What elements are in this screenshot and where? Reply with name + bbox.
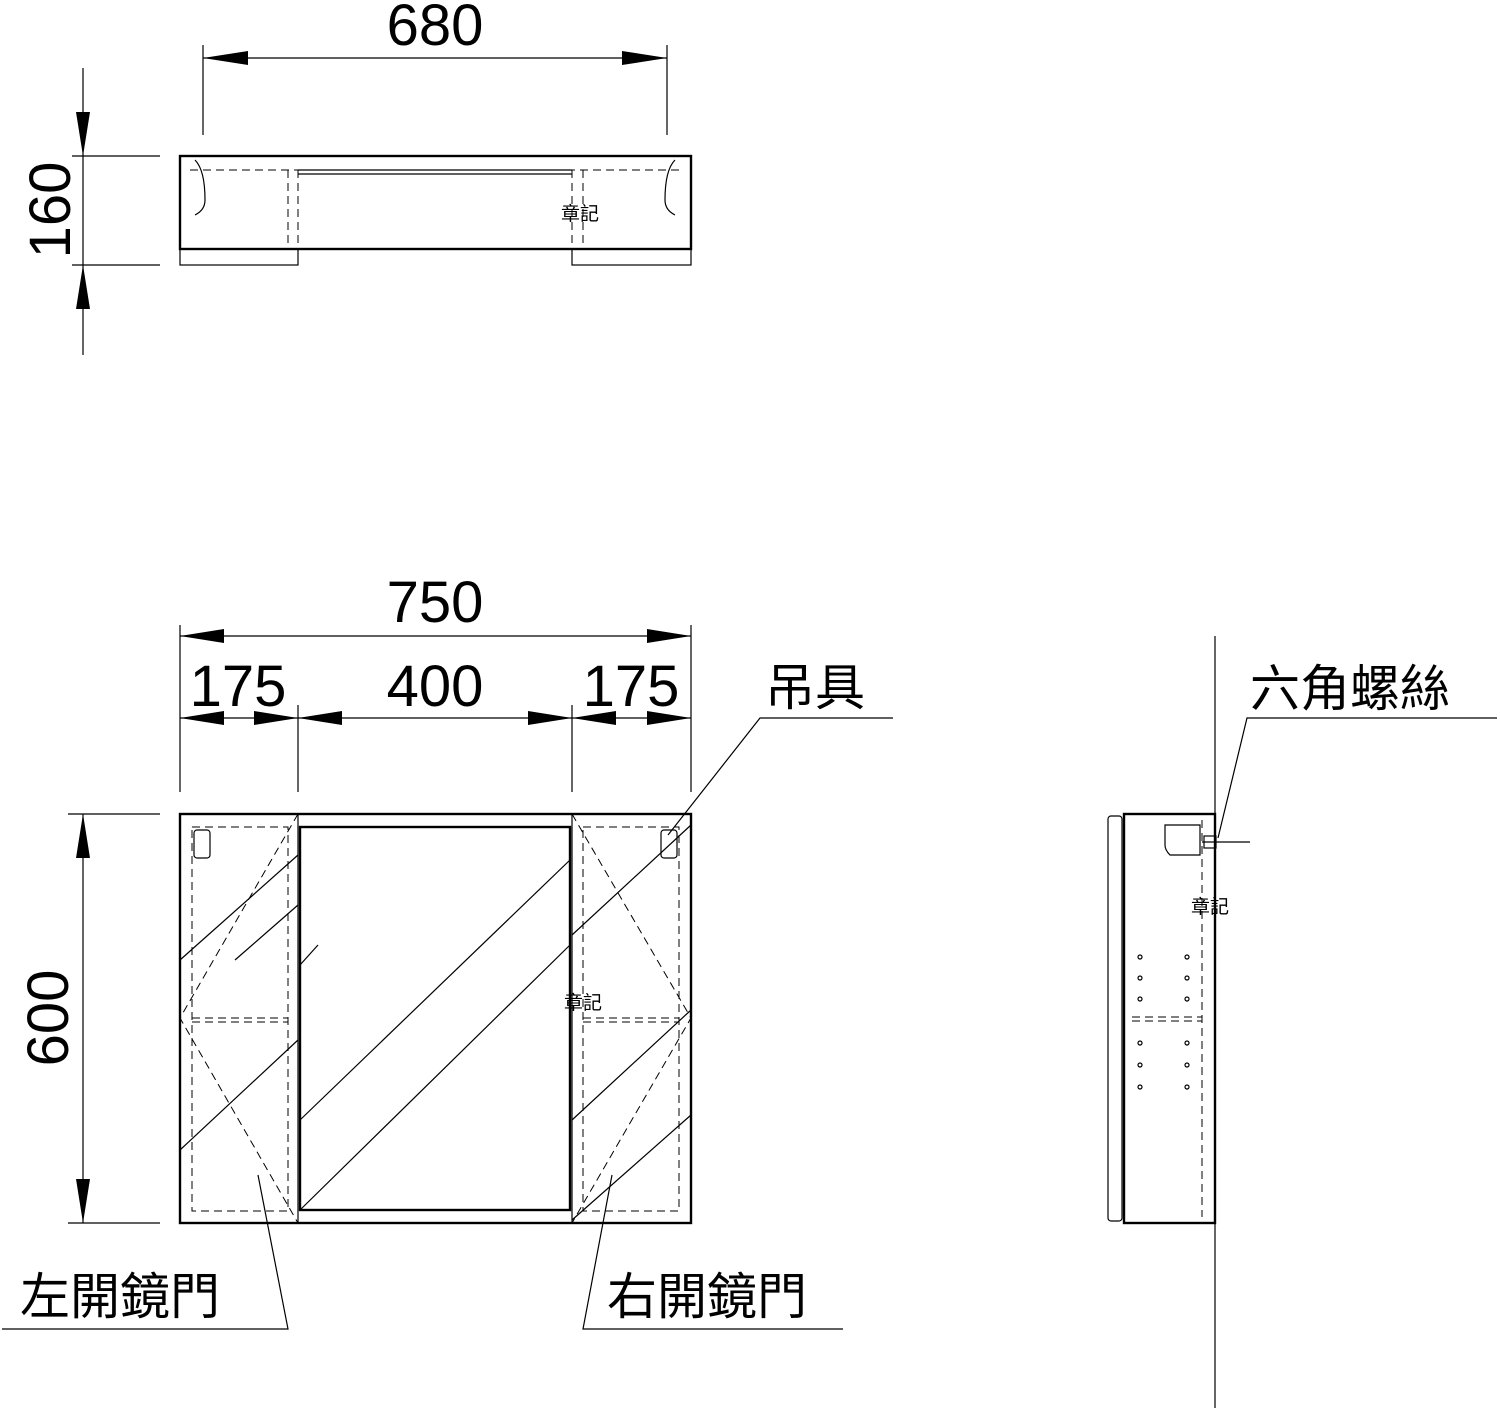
right-door-callout: 右開鏡門 [582,1174,843,1330]
right-door-label: 右開鏡門 [607,1268,807,1326]
left-hanger [193,829,211,859]
front-view: 750 175 400 175 600 [2,570,893,1330]
top-view: 680 160 章記 [18,0,693,355]
overall-width-750-label: 750 [387,570,484,635]
side-cabinet-body [1122,812,1217,1225]
width-680-label: 680 [387,0,484,58]
top-left-foot [179,248,299,266]
top-cabinet-body [178,154,693,251]
top-view-stamp: 章記 [561,203,599,225]
side-door-panel [1107,815,1123,1222]
screw-label: 六角螺絲 [1250,660,1450,718]
hanger-label: 吊具 [765,659,865,717]
center-400-label: 400 [387,654,484,719]
height-600-label: 600 [16,970,81,1067]
side-view-stamp: 章記 [1191,896,1229,918]
top-right-foot [571,248,692,266]
side-view: 章記 六角螺絲 [1107,636,1497,1408]
screw-callout: 六角螺絲 [1217,660,1497,839]
height-600-dimension: 600 [16,814,90,1223]
overall-width-750-dimension: 750 [180,570,691,643]
left-door-callout: 左開鏡門 [2,1174,289,1330]
front-view-stamp: 章記 [564,992,602,1014]
left-door-label: 左開鏡門 [20,1268,220,1326]
right-hanger [660,829,678,859]
left-door-175-label: 175 [190,654,287,719]
depth-160-label: 160 [18,162,83,259]
right-door-175-label: 175 [583,654,680,719]
width-680-dimension: 680 [203,0,667,65]
depth-160-dimension: 160 [18,68,90,355]
hanger-callout: 吊具 [667,659,893,836]
shelf-pin-holes [1137,954,1190,1090]
center-mirror [298,825,572,1212]
segment-dimensions: 175 400 175 [180,654,691,725]
